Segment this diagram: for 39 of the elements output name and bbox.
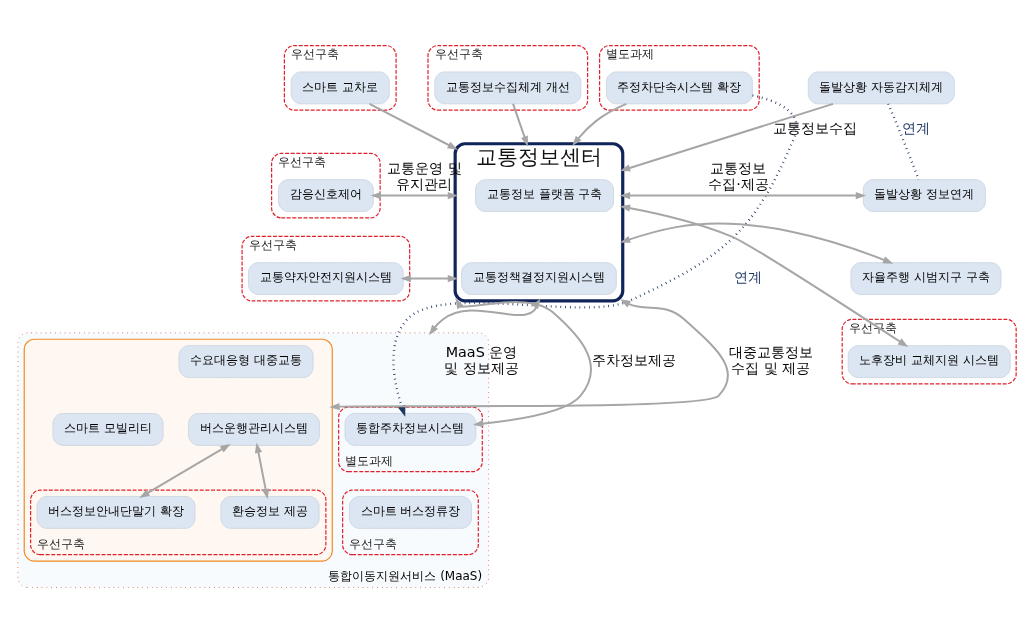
arrow bbox=[368, 102, 458, 150]
edge-label: 연계 bbox=[902, 119, 930, 136]
node-box: 돌발상황 자동감지체계 bbox=[807, 71, 955, 104]
node-box: 스마트 모빌리티 bbox=[52, 412, 164, 446]
node-box: 통합주차정보시스템 bbox=[344, 412, 477, 446]
node-box: 스마트 버스정류장 bbox=[349, 495, 472, 529]
edge-label: 교통정보 수집·제공 bbox=[708, 159, 769, 192]
node-box: 수요대응형 대중교통 bbox=[178, 344, 314, 378]
cluster bbox=[23, 338, 333, 562]
node-box: 교통약자안전지원시스템 bbox=[248, 261, 404, 295]
node-box: 주정차단속시스템 확장 bbox=[606, 71, 753, 104]
arrow bbox=[400, 274, 459, 282]
edge-label: 주차정보제공 bbox=[592, 351, 677, 368]
node-box: 환승정보 제공 bbox=[220, 495, 320, 529]
arrow bbox=[512, 102, 528, 147]
edge-label: 연계 bbox=[734, 268, 763, 285]
node-box: 스마트 교차로 bbox=[290, 71, 390, 104]
connector bbox=[887, 102, 920, 180]
arrow bbox=[619, 191, 867, 199]
arrow bbox=[619, 102, 835, 171]
arrow bbox=[254, 442, 270, 499]
node-box: 감응신호제어 bbox=[278, 178, 374, 212]
arrow bbox=[619, 204, 909, 347]
node-box: 노후장비 교체지원 시스템 bbox=[847, 344, 1011, 378]
edge-label: MaaS 운영 및 정보제공 bbox=[444, 343, 519, 376]
arrow bbox=[572, 102, 628, 146]
node-box: 자율주행 시범지구 구축 bbox=[850, 261, 1002, 295]
arrow bbox=[619, 222, 894, 264]
edge-label: 대중교통정보 수집 및 제공 bbox=[728, 343, 813, 376]
arrow bbox=[392, 93, 798, 417]
node-box: 버스정보안내단말기 확장 bbox=[36, 495, 196, 529]
edge-label: 교통정보수집 bbox=[773, 119, 858, 136]
arrow bbox=[370, 191, 459, 199]
node-box: 교통정보 플랫폼 구축 bbox=[475, 178, 614, 212]
node-box: 교통정보수집체계 개선 bbox=[434, 71, 582, 104]
node-box: 돌발상황 정보연계 bbox=[862, 178, 986, 212]
arrow bbox=[139, 443, 231, 498]
node-box: 버스운행관리시스템 bbox=[188, 412, 320, 446]
node-box: 교통정책결정지원시스템 bbox=[461, 261, 617, 295]
